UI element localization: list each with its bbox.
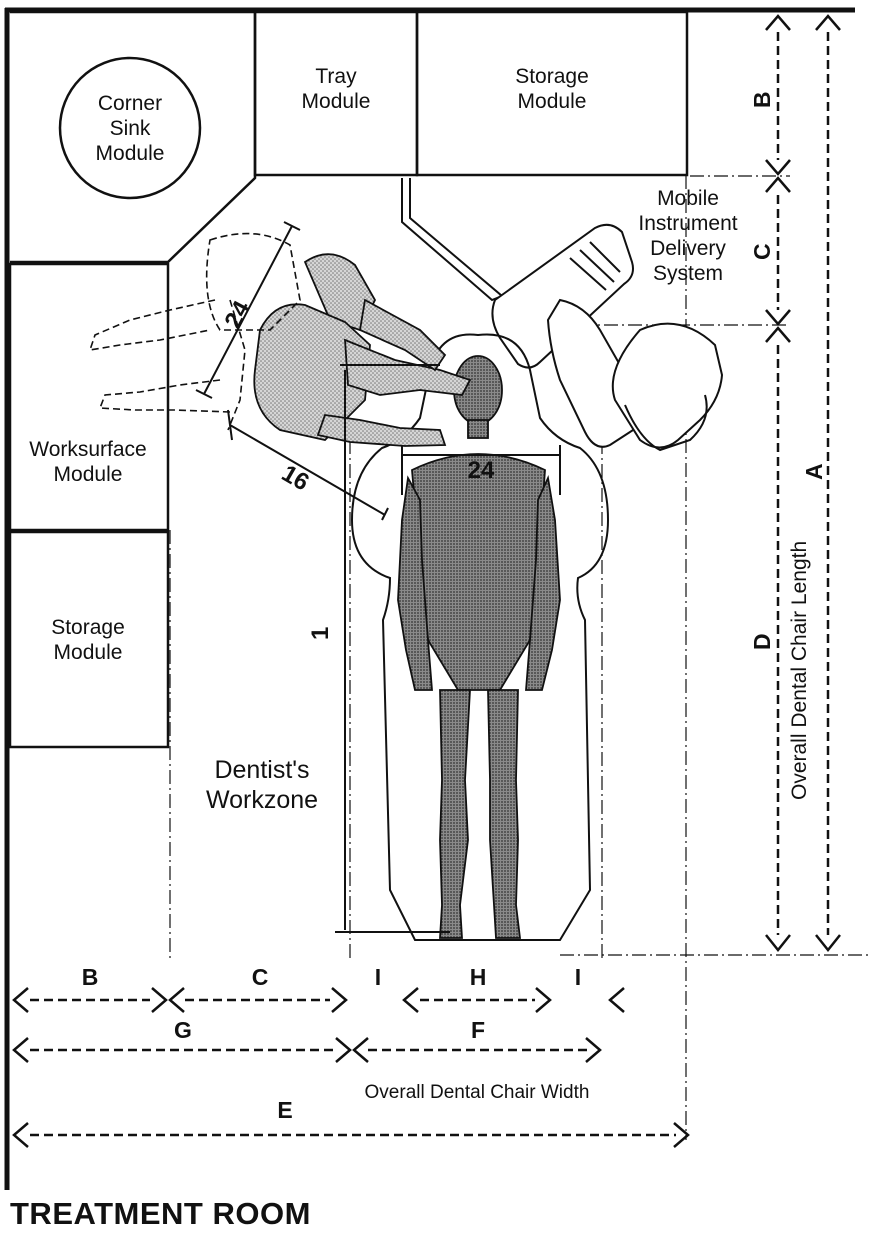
dentist-figure	[253, 253, 472, 447]
worksurface-module	[8, 262, 170, 532]
mobile-delivery-system	[491, 223, 724, 452]
storage-module-top	[415, 10, 689, 177]
dim-24-shoulder: 24	[468, 457, 495, 484]
room-walls	[4, 7, 855, 1190]
bottom-dim-I-left: I	[375, 964, 381, 990]
worksurface-label-2: Module	[54, 463, 123, 486]
storage-left-label-1: Storage	[51, 616, 125, 639]
mobile-delivery-label-4: System	[653, 262, 723, 285]
reach-dim-lines	[195, 221, 561, 933]
mobile-delivery-label-1: Mobile	[657, 187, 719, 210]
bottom-dim-E: E	[277, 1097, 292, 1123]
storage-module-left	[8, 530, 170, 749]
right-dim-bars	[765, 14, 841, 953]
right-dim-A: A	[801, 463, 827, 480]
dim-1-body-length: 1	[307, 627, 334, 640]
right-dim-B: B	[749, 91, 775, 108]
storage-top-label-1: Storage	[515, 65, 589, 88]
workzone-label-1: Dentist's	[214, 756, 309, 784]
corner-sink-label-2: Sink	[110, 117, 151, 140]
chair-length-label: Overall Dental Chair Length	[788, 541, 811, 800]
tray-module-label-2: Module	[302, 90, 371, 113]
bottom-dim-G: G	[174, 1017, 192, 1043]
dim-16-elbow: 16	[277, 460, 314, 497]
right-dim-D: D	[749, 633, 775, 650]
storage-left-label-2: Module	[54, 641, 123, 664]
bottom-dim-I-right: I	[575, 964, 581, 990]
corner-sink-module	[10, 10, 257, 264]
workzone-label-2: Workzone	[206, 786, 318, 814]
chair-width-label: Overall Dental Chair Width	[365, 1082, 590, 1103]
bottom-dim-bars	[12, 987, 690, 1148]
patient-figure	[397, 355, 561, 939]
corner-sink-label-3: Module	[96, 142, 165, 165]
bottom-dim-F: F	[471, 1017, 485, 1043]
corner-sink-label-1: Corner	[98, 92, 162, 115]
tray-arm-outline	[401, 178, 504, 302]
dim-24-reach: 24	[219, 296, 256, 333]
mobile-delivery-label-2: Instrument	[638, 212, 737, 235]
right-dim-C: C	[749, 243, 775, 260]
page-title: TREATMENT ROOM	[10, 1196, 311, 1231]
bottom-dim-H: H	[470, 964, 487, 990]
bottom-dim-C: C	[252, 964, 269, 990]
guide-lines	[169, 175, 870, 1140]
tray-module-label-1: Tray	[315, 65, 357, 88]
dentist-alt-position	[88, 232, 301, 431]
worksurface-label-1: Worksurface	[29, 438, 146, 461]
bottom-dim-B: B	[82, 964, 99, 990]
mobile-delivery-label-3: Delivery	[650, 237, 726, 260]
storage-top-label-2: Module	[518, 90, 587, 113]
